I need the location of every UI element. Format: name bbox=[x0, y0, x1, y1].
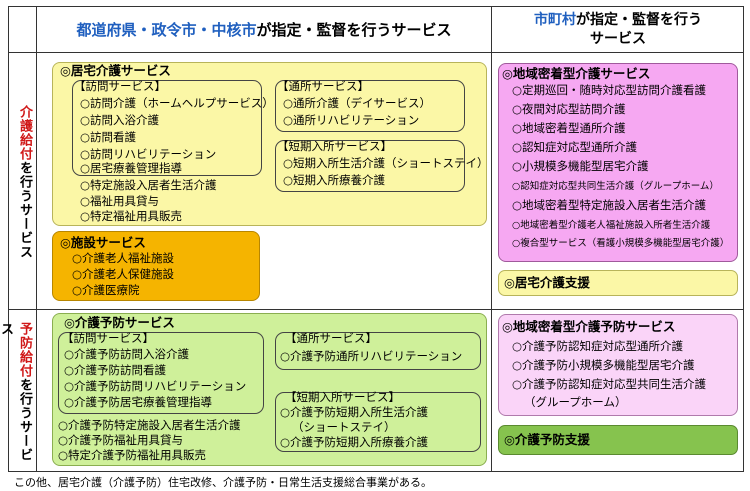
day-service-item: ○通所介護（デイサービス） bbox=[283, 96, 432, 110]
prevention-visit-title: 【訪問サービス】 bbox=[62, 331, 154, 345]
header-municipality: 市町村が指定・監督を行う サービス bbox=[492, 8, 744, 52]
community-prevention-item: （グループホーム） bbox=[524, 395, 627, 409]
header-municipality-line2: サービス bbox=[590, 31, 646, 47]
prevention-day-group bbox=[275, 332, 481, 370]
community-care-item: ○認知症対応型共同生活介護（グループホーム） bbox=[512, 181, 719, 192]
home-visit-title: 【訪問サービス】 bbox=[74, 79, 166, 93]
community-care-box bbox=[498, 63, 738, 262]
prevention-visit-item: ○介護予防居宅療養管理指導 bbox=[64, 395, 213, 409]
community-prevention-title: ◎地域密着型介護予防サービス bbox=[502, 319, 676, 334]
short-stay-group bbox=[275, 140, 465, 192]
community-care-item: ○夜間対応型訪問介護 bbox=[512, 102, 626, 116]
footnote: この他、居宅介護（介護予防）住宅改修、介護予防・日常生活支援総合事業がある。 bbox=[14, 476, 432, 489]
prevention-short-stay-group bbox=[275, 392, 481, 452]
row-label-prevention-black: を行うサービス bbox=[0, 322, 32, 462]
prevention-support-label: ◎介護予防支援 bbox=[504, 432, 590, 447]
facility-services-title: ◎施設サービス bbox=[60, 235, 146, 250]
row-label-prevention-red: 予防給付 bbox=[17, 322, 32, 378]
prevention-short-stay-title: 【短期入所サービス】 bbox=[285, 390, 400, 404]
header-divider bbox=[8, 52, 744, 53]
facility-item: ○介護老人保健施設 bbox=[72, 267, 175, 281]
row-divider bbox=[8, 309, 744, 310]
prevention-visit-item: ○介護予防訪問入浴介護 bbox=[64, 347, 190, 361]
header-municipality-highlight: 市町村 bbox=[534, 12, 576, 28]
facility-services-box bbox=[52, 231, 260, 301]
home-care-support-label: ◎居宅介護支援 bbox=[504, 275, 590, 290]
header-prefecture: 都道府県・政令市・中核市が指定・監督を行うサービス bbox=[38, 8, 490, 52]
community-care-item: ○地域密着型通所介護 bbox=[512, 121, 626, 135]
home-visit-item: ○訪問リハビリテーション bbox=[80, 147, 217, 161]
prevention-visit-item: ○介護予防訪問看護 bbox=[64, 363, 167, 377]
label-column-divider bbox=[36, 6, 37, 472]
home-care-other-item: ○特定施設入居者生活介護 bbox=[80, 178, 217, 192]
community-care-item: ○定期巡回・随時対応型訪問介護看護 bbox=[512, 83, 707, 97]
prevention-short-stay-item: ○介護予防短期入所療養介護 bbox=[280, 435, 429, 449]
home-visit-group bbox=[72, 80, 262, 176]
header-municipality-text: が指定・監督を行う bbox=[576, 12, 702, 28]
home-care-other-item: ○福祉用具貸与 bbox=[80, 194, 160, 208]
prevention-services-title: ◎介護予防サービス bbox=[64, 315, 175, 330]
community-prevention-item: ○介護予防認知症対応型通所介護 bbox=[512, 339, 684, 353]
row-label-care-black: を行うサービス bbox=[17, 161, 32, 259]
home-care-other-item: ○特定福祉用具販売 bbox=[80, 209, 183, 223]
facility-item: ○介護老人福祉施設 bbox=[72, 251, 175, 265]
day-service-group bbox=[275, 80, 465, 132]
header-prefecture-text: が指定・監督を行うサービス bbox=[256, 21, 452, 39]
prevention-short-stay-item: （ショートステイ） bbox=[292, 420, 396, 434]
short-stay-title: 【短期入所サービス】 bbox=[277, 139, 392, 153]
community-care-title: ◎地域密着型介護サービス bbox=[502, 66, 651, 81]
prevention-day-item: ○介護予防通所リハビリテーション bbox=[280, 349, 463, 363]
facility-item: ○介護医療院 bbox=[72, 283, 140, 297]
community-care-item: ○認知症対応型通所介護 bbox=[512, 140, 638, 154]
community-prevention-item: ○介護予防認知症対応型共同生活介護 bbox=[512, 377, 707, 391]
prevention-other-item: ○介護予防特定施設入居者生活介護 bbox=[58, 418, 241, 432]
home-care-services-title: ◎居宅介護サービス bbox=[60, 63, 171, 78]
day-service-item: ○通所リハビリテーション bbox=[283, 113, 420, 127]
community-care-item: ○地域密着型特定施設入居者生活介護 bbox=[512, 198, 707, 212]
home-visit-item: ○居宅療養管理指導 bbox=[80, 161, 183, 175]
prevention-visit-group bbox=[58, 332, 264, 414]
short-stay-item: ○短期入所療養介護 bbox=[283, 173, 386, 187]
header-prefecture-highlight: 都道府県・政令市・中核市 bbox=[76, 21, 257, 39]
home-care-support-box bbox=[498, 270, 738, 296]
prevention-other-item: ○特定介護予防福祉用具販売 bbox=[58, 448, 207, 462]
community-prevention-box bbox=[498, 314, 738, 416]
prevention-support-box bbox=[498, 425, 738, 455]
right-column-divider bbox=[491, 6, 492, 472]
row-label-care-red: 介護給付 bbox=[17, 105, 32, 161]
community-prevention-item: ○介護予防小規模多機能型居宅介護 bbox=[512, 358, 695, 372]
prevention-visit-item: ○介護予防訪問リハビリテーション bbox=[64, 379, 247, 393]
home-visit-item: ○訪問看護 bbox=[80, 130, 137, 144]
home-visit-item: ○訪問入浴介護 bbox=[80, 113, 160, 127]
community-care-item: ○小規模多機能型居宅介護 bbox=[512, 159, 649, 173]
day-service-title: 【通所サービス】 bbox=[277, 79, 369, 93]
community-care-item: ○複合型サービス（看護小規模多機能型居宅介護） bbox=[512, 238, 730, 249]
row-label-care: 介護給付を行うサービス bbox=[12, 105, 34, 275]
main-table bbox=[8, 6, 744, 472]
prevention-other-item: ○介護予防福祉用具貸与 bbox=[58, 433, 184, 447]
short-stay-item: ○短期入所生活介護（ショートステイ） bbox=[283, 156, 489, 170]
row-label-prevention: 予防給付を行うサービス bbox=[0, 322, 34, 472]
prevention-short-stay-item: ○介護予防短期入所生活介護 bbox=[280, 405, 429, 419]
home-care-services-box bbox=[52, 62, 487, 226]
prevention-services-box bbox=[52, 313, 487, 466]
home-visit-item: ○訪問介護（ホームヘルプサービス） bbox=[80, 96, 274, 110]
prevention-day-title: 【通所サービス】 bbox=[285, 331, 377, 345]
community-care-item: ○地域密着型介護老人福祉施設入所者生活介護 bbox=[512, 220, 711, 231]
